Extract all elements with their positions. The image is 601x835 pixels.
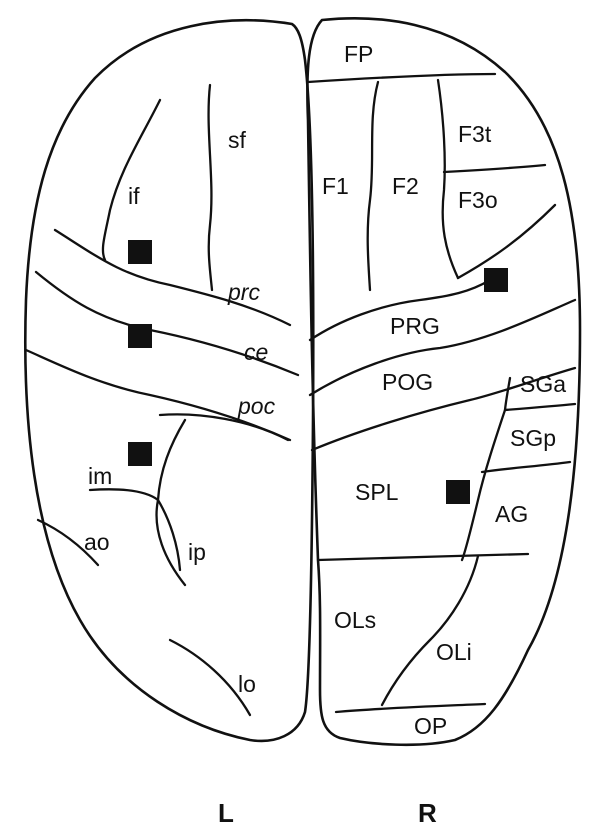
- border-parietal-occipital: [318, 554, 528, 560]
- label-poc: poc: [237, 393, 276, 419]
- marker-left-middle: [128, 324, 152, 348]
- label-ols: OLs: [334, 607, 376, 633]
- border-f3o-prg: [458, 205, 555, 278]
- label-f3t: F3t: [458, 121, 492, 147]
- label-op: OP: [414, 713, 447, 739]
- label-sgp: SGp: [510, 425, 556, 451]
- label-ag: AG: [495, 501, 528, 527]
- sulcus-if: [103, 100, 160, 260]
- label-sga: SGa: [520, 371, 566, 397]
- sulcus-ip: [157, 420, 185, 585]
- marker-left-upper: [128, 240, 152, 264]
- label-prg: PRG: [390, 313, 440, 339]
- border-f3t-f3o: [444, 165, 545, 172]
- label-sf: sf: [228, 127, 247, 153]
- left-hemisphere-outline: [25, 20, 313, 741]
- marker-left-lower: [128, 442, 152, 466]
- border-sgp-ag: [482, 462, 570, 472]
- border-f2-f3: [438, 80, 458, 278]
- label-f2: F2: [392, 173, 419, 199]
- side-label-right: R: [418, 798, 437, 828]
- sulcus-sf: [209, 85, 212, 290]
- label-f3o: F3o: [458, 187, 498, 213]
- label-f1: F1: [322, 173, 349, 199]
- label-lo: lo: [238, 671, 256, 697]
- border-op: [336, 704, 485, 712]
- label-spl: SPL: [355, 479, 399, 505]
- label-pog: POG: [382, 369, 433, 395]
- label-im: im: [88, 463, 112, 489]
- label-ao: ao: [84, 529, 110, 555]
- border-f1-f2: [368, 82, 378, 290]
- label-if: if: [128, 183, 140, 209]
- side-label-left: L: [218, 798, 234, 828]
- marker-right-spl: [446, 480, 470, 504]
- label-prc: prc: [227, 279, 260, 305]
- label-ce: ce: [244, 339, 268, 365]
- border-ols-oli: [382, 556, 478, 705]
- marker-right-prg: [484, 268, 508, 292]
- label-ip: ip: [188, 539, 206, 565]
- label-oli: OLi: [436, 639, 472, 665]
- border-fp: [308, 74, 495, 82]
- label-fp: FP: [344, 41, 373, 67]
